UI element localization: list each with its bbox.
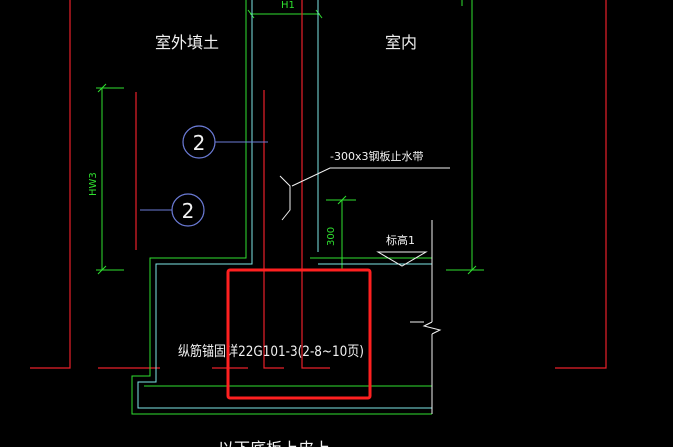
dim-tick (247, 9, 255, 19)
rebar-right-vertical (301, 0, 330, 369)
right-boundary-line (555, 0, 607, 369)
callout-lower[interactable]: 2 (140, 193, 205, 227)
water-stop-shape (279, 175, 291, 221)
label-anchorage: 纵筋锚固详22G101-3(2-8~10页) (178, 343, 364, 360)
dim-tick (97, 83, 107, 93)
dim-tick (315, 9, 323, 19)
elevation-marker (376, 251, 428, 267)
label-indoor: 室内 (385, 33, 417, 52)
label-elevation: 标高1 (386, 233, 415, 247)
callout-upper-circle (182, 125, 216, 159)
dim-hw3-text: HW3 (88, 172, 99, 196)
rebar-left-vertical (263, 90, 284, 369)
callout-lower-number: 2 (182, 199, 195, 223)
label-outdoor-fill: 室外填土 (155, 33, 219, 52)
dim-h1-text: H1 (281, 0, 295, 11)
callout-lower-circle (171, 193, 205, 227)
slab-outline (137, 252, 432, 409)
dim-300-text: 300 (326, 227, 337, 246)
slab-inner-outline (131, 0, 432, 415)
dim-tick (467, 265, 477, 275)
dimension-lines (96, 0, 484, 275)
leader-water-stop (291, 167, 450, 187)
dim-tick (97, 265, 107, 275)
wall-rebar (135, 0, 330, 369)
detail-lines (279, 167, 450, 414)
label-water-stop: -300x3钢板止水带 (330, 149, 423, 163)
highlight-box (226, 268, 372, 400)
dim-tick (337, 195, 347, 205)
slab-inner-lines (131, 0, 432, 415)
break-symbol (422, 321, 442, 335)
callout-upper[interactable]: 2 (182, 125, 268, 159)
wall-outline (137, 0, 432, 409)
callout-upper-number: 2 (193, 131, 206, 155)
left-boundary-line (30, 0, 71, 369)
label-bottom-partial: 以下底板上皮上 (218, 439, 330, 447)
